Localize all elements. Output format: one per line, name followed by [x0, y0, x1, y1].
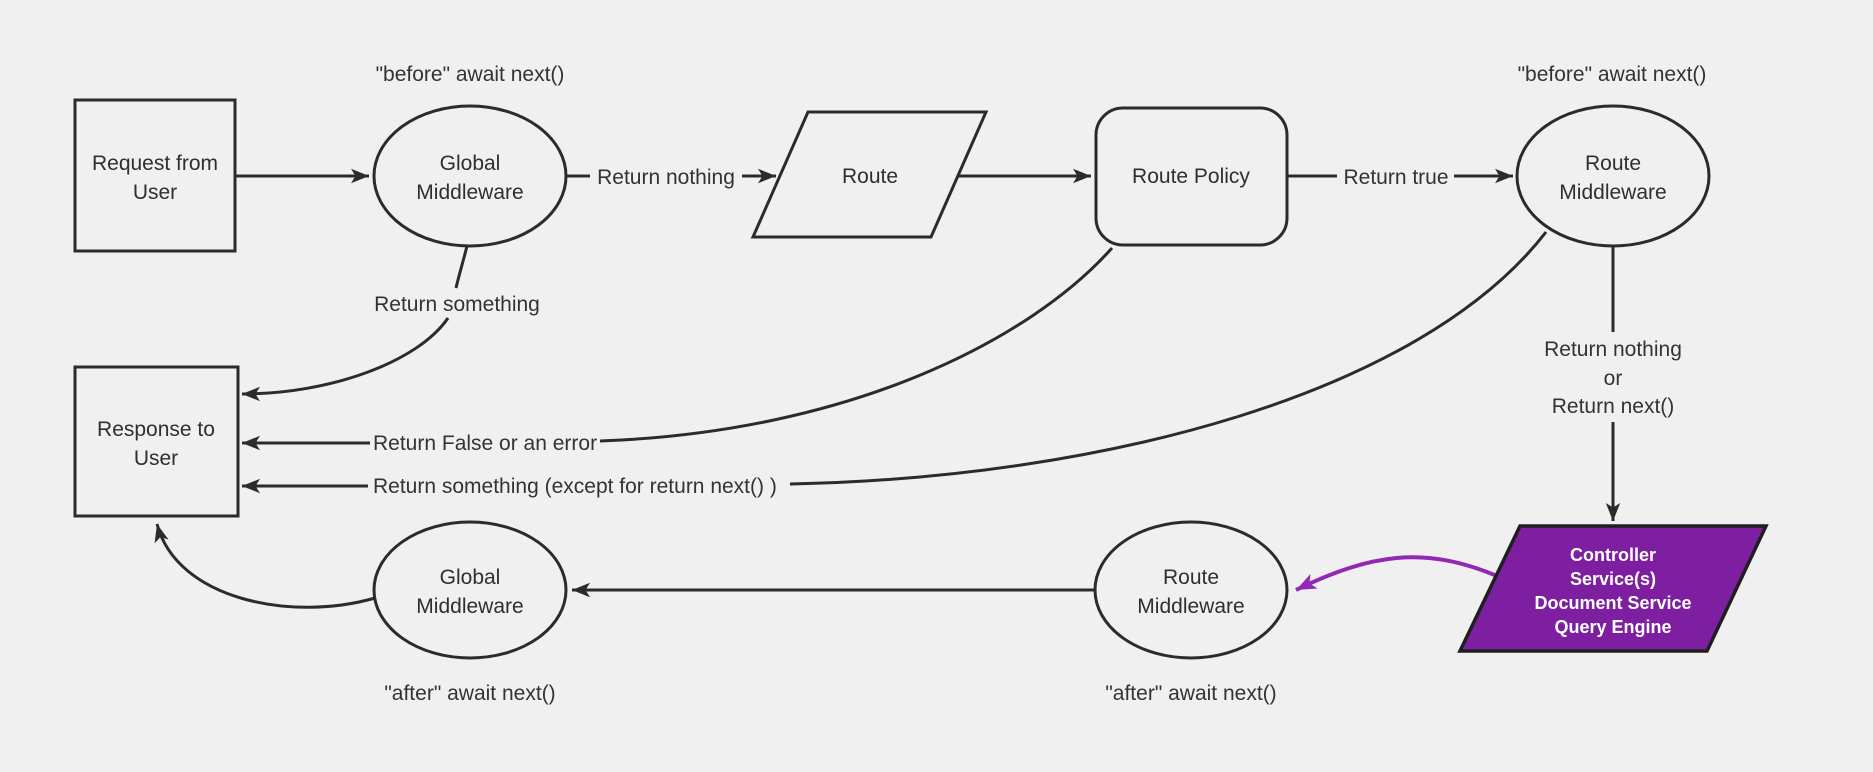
- label-return-false-or-error: Return False or an error: [373, 432, 597, 455]
- edge-route-middleware-to-response-curve: [789, 231, 1548, 486]
- label-return-something-except: Return something (except for return next…: [373, 475, 777, 498]
- edge-controller-to-route-middleware: [1295, 555, 1498, 592]
- svg-text:Return next(): Return next(): [1552, 395, 1675, 418]
- node-response-to-user: Response to User: [73, 365, 240, 518]
- label-after-await-next-left: "after" await next(): [384, 682, 555, 705]
- node-route-middleware-top: Route Middleware: [1515, 104, 1711, 248]
- label-before-await-next-left: "before" await next(): [376, 63, 565, 86]
- edge-global-middleware-to-response-post: [241, 317, 450, 402]
- label-return-nothing-or-return-next: Return nothing or Return next(): [1544, 338, 1682, 418]
- label-before-await-next-right: "before" await next(): [1518, 63, 1707, 86]
- route-middleware-top-label-line1: Route: [1585, 152, 1641, 175]
- edge-route-policy-to-response-curve: [599, 247, 1114, 443]
- request-from-user-label-line1: Request from: [92, 152, 218, 175]
- node-controller-services: Controller Service(s) Document Service Q…: [1457, 524, 1769, 653]
- route-label: Route: [842, 165, 898, 188]
- node-global-middleware-bottom: Global Middleware: [372, 520, 568, 660]
- label-return-something: Return something: [374, 293, 540, 316]
- node-route-policy: Route Policy: [1094, 106, 1289, 247]
- response-to-user-label-line1: Response to: [97, 418, 215, 441]
- svg-text:or: or: [1604, 367, 1623, 390]
- node-route-middleware-bottom: Route Middleware: [1093, 520, 1289, 660]
- route-middleware-top-label-line2: Middleware: [1559, 181, 1666, 204]
- global-middleware-bottom-label-line2: Middleware: [416, 595, 523, 618]
- label-return-true: Return true: [1343, 166, 1448, 189]
- label-return-nothing: Return nothing: [597, 166, 735, 189]
- controller-label-line2: Service(s): [1570, 569, 1656, 589]
- route-policy-label: Route Policy: [1132, 165, 1250, 188]
- node-request-from-user: Request from User: [73, 98, 237, 253]
- controller-label-line3: Document Service: [1534, 593, 1691, 613]
- controller-label-line1: Controller: [1570, 545, 1656, 565]
- global-middleware-top-label-line1: Global: [440, 152, 501, 175]
- route-middleware-bottom-label-line2: Middleware: [1137, 595, 1244, 618]
- node-route: Route: [750, 110, 989, 239]
- request-from-user-label-line2: User: [133, 181, 177, 204]
- route-middleware-bottom-label-line1: Route: [1163, 566, 1219, 589]
- svg-text:Return nothing: Return nothing: [1544, 338, 1682, 361]
- controller-label-line4: Query Engine: [1554, 617, 1671, 637]
- response-to-user-label-line2: User: [134, 447, 178, 470]
- global-middleware-bottom-label-line1: Global: [440, 566, 501, 589]
- node-global-middleware-top: Global Middleware: [372, 104, 568, 248]
- edge-global-middleware-to-response-pre: [454, 245, 469, 289]
- edge-global-middleware-to-response-bottom: [154, 523, 376, 609]
- label-after-await-next-right: "after" await next(): [1105, 682, 1276, 705]
- global-middleware-top-label-line2: Middleware: [416, 181, 523, 204]
